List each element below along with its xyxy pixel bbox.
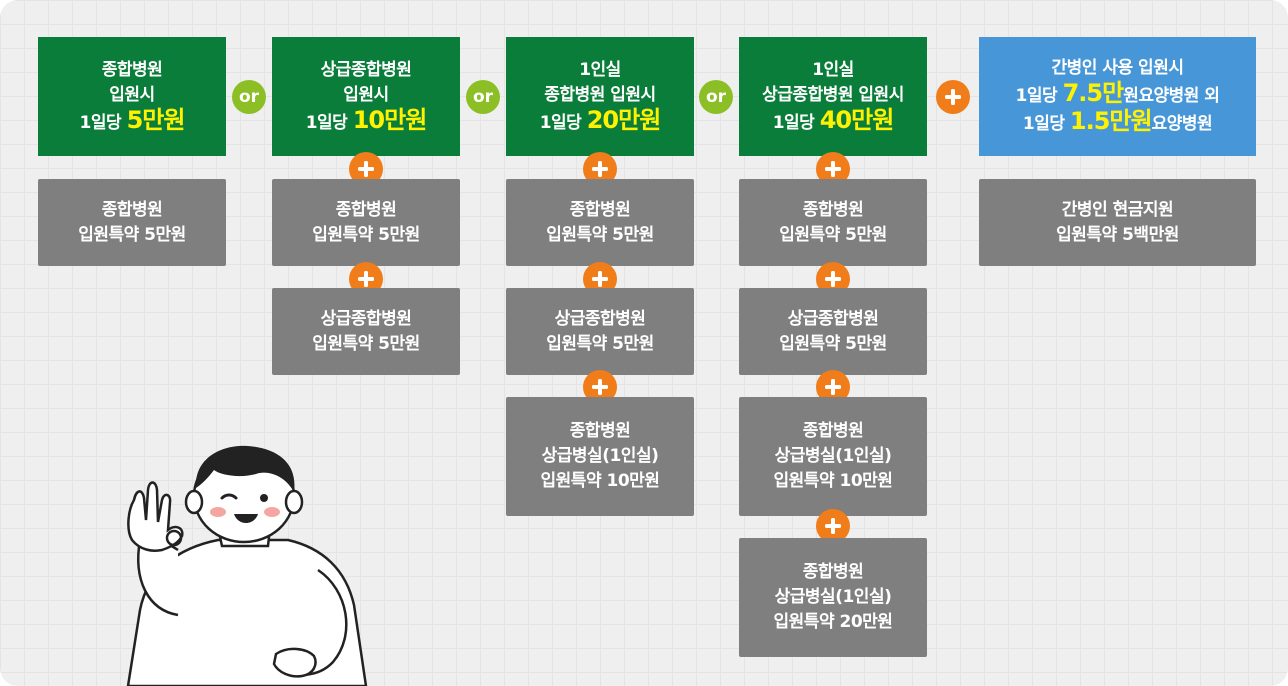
- header-single-room-general: 1인실 종합병원 입원시 1일당 20만원: [506, 37, 694, 156]
- rider-line: 종합병원: [101, 199, 163, 220]
- amount-highlight: 5만원: [126, 105, 186, 134]
- rider-line: 상급병실(1인실): [774, 587, 892, 607]
- rider-box: 종합병원 입원특약 5만원: [38, 179, 226, 266]
- amount-highlight: 10만원: [352, 105, 428, 134]
- amount-prefix: 1일당: [79, 112, 127, 133]
- rider-line: 상급병실(1인실): [541, 446, 659, 466]
- header-caregiver: 간병인 사용 입원시 1일당 7.5만원요양병원 외 1일당 1.5만원요양병원: [979, 37, 1256, 156]
- or-connector: or: [466, 80, 500, 114]
- amount-suffix: 요양병원: [1151, 114, 1213, 134]
- rider-box: 간병인 현금지원 입원특약 5백만원: [979, 179, 1256, 266]
- amount-highlight: 7.5만: [1062, 79, 1125, 107]
- header-amount-line: 1일당 5만원: [79, 105, 186, 136]
- amount-prefix: 1일당: [539, 112, 587, 133]
- header-amount-line: 1일당 7.5만원요양병원 외: [1016, 81, 1220, 109]
- header-amount-line: 1일당 1.5만원요양병원: [1022, 107, 1213, 137]
- rider-line: 입원특약 5만원: [312, 333, 420, 354]
- header-line: 상급종합병원: [320, 59, 412, 80]
- amount-prefix: 1일당: [772, 112, 820, 133]
- rider-line: 종합병원: [335, 199, 397, 220]
- rider-box: 상급종합병원 입원특약 5만원: [506, 288, 694, 375]
- rider-line: 입원특약 5만원: [779, 224, 887, 245]
- rider-line: 상급종합병원: [320, 308, 412, 329]
- amount-prefix: 1일당: [305, 112, 353, 133]
- header-line: 입원시: [343, 84, 389, 105]
- header-line: 입원시: [109, 84, 155, 105]
- rider-box: 종합병원 입원특약 5만원: [506, 179, 694, 266]
- plus-icon: [936, 80, 970, 114]
- rider-line: 종합병원: [802, 421, 864, 441]
- rider-box: 종합병원 입원특약 5만원: [739, 179, 927, 266]
- rider-line: 상급종합병원: [554, 308, 646, 329]
- header-single-room-tertiary: 1인실 상급종합병원 입원시 1일당 40만원: [739, 37, 927, 156]
- ok-gesture-character-illustration: [126, 445, 368, 686]
- rider-line: 상급병실(1인실): [774, 446, 892, 466]
- rider-line: 종합병원: [569, 421, 631, 441]
- or-connector: or: [699, 80, 733, 114]
- amount-highlight: 40만원: [819, 105, 895, 134]
- rider-line: 입원특약 20만원: [773, 612, 893, 632]
- rider-line: 간병인 현금지원: [1061, 199, 1174, 220]
- header-amount-line: 1일당 40만원: [772, 105, 895, 136]
- header-line: 간병인 사용 입원시: [1051, 58, 1184, 78]
- rider-box: 종합병원 상급병실(1인실) 입원특약 20만원: [739, 538, 927, 657]
- header-line: 상급종합병원 입원시: [762, 84, 904, 105]
- amount-highlight: 1.5만원: [1069, 107, 1153, 135]
- header-line: 1인실: [579, 59, 621, 80]
- header-amount-line: 1일당 20만원: [539, 105, 662, 136]
- header-general-hospital: 종합병원 입원시 1일당 5만원: [38, 37, 226, 156]
- or-connector: or: [232, 80, 266, 114]
- header-line: 종합병원: [101, 59, 163, 80]
- plus-icon: [816, 509, 850, 543]
- amount-prefix: 1일당: [1015, 86, 1063, 106]
- rider-line: 종합병원: [802, 199, 864, 220]
- rider-line: 입원특약 5만원: [546, 224, 654, 245]
- rider-box: 종합병원 입원특약 5만원: [272, 179, 460, 266]
- rider-box: 종합병원 상급병실(1인실) 입원특약 10만원: [506, 397, 694, 516]
- rider-line: 입원특약 10만원: [773, 471, 893, 491]
- rider-line: 입원특약 5만원: [779, 333, 887, 354]
- rider-line: 종합병원: [802, 562, 864, 582]
- rider-line: 입원특약 10만원: [540, 471, 660, 491]
- rider-line: 종합병원: [569, 199, 631, 220]
- header-tertiary-hospital: 상급종합병원 입원시 1일당 10만원: [272, 37, 460, 156]
- rider-box: 상급종합병원 입원특약 5만원: [739, 288, 927, 375]
- rider-line: 입원특약 5만원: [312, 224, 420, 245]
- amount-highlight: 20만원: [586, 105, 662, 134]
- rider-box: 종합병원 상급병실(1인실) 입원특약 10만원: [739, 397, 927, 516]
- amount-suffix: 원요양병원 외: [1123, 86, 1220, 106]
- rider-line: 입원특약 5백만원: [1056, 224, 1179, 245]
- rider-line: 입원특약 5만원: [546, 333, 654, 354]
- rider-line: 입원특약 5만원: [78, 224, 186, 245]
- rider-line: 상급종합병원: [787, 308, 879, 329]
- header-line: 종합병원 입원시: [544, 84, 656, 105]
- header-amount-line: 1일당 10만원: [305, 105, 428, 136]
- rider-box: 상급종합병원 입원특약 5만원: [272, 288, 460, 375]
- header-line: 1인실: [812, 59, 854, 80]
- amount-prefix: 1일당: [1022, 114, 1070, 134]
